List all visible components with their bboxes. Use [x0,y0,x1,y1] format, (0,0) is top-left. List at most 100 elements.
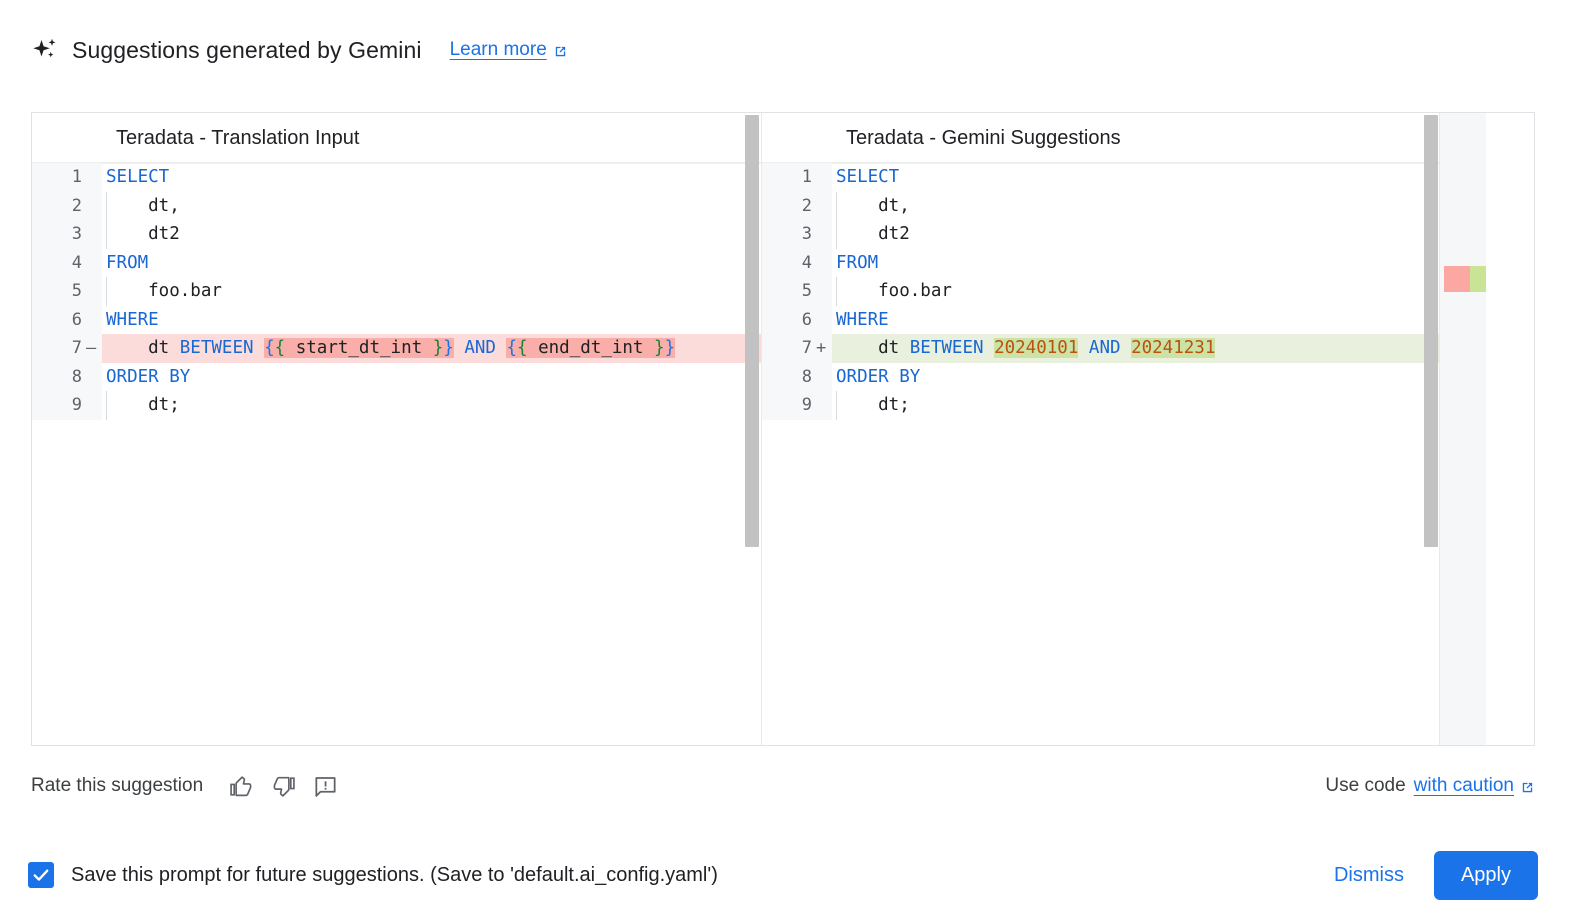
line-number: 2 [762,191,816,220]
code-line: 8 ORDER BY [32,362,761,391]
line-number: 8 [32,362,86,391]
code-token: } [443,338,454,358]
code-token: dt2 [836,224,910,244]
external-link-icon [553,43,568,58]
line-number: 6 [32,305,86,334]
code-token: BETWEEN [179,338,254,358]
code-token: { [506,338,518,358]
code-text: dt; [832,391,1486,420]
code-text: dt2 [832,220,1486,249]
code-token: WHERE [106,309,159,330]
code-text: FROM [102,249,761,278]
diff-sign [86,391,102,420]
thumb-down-icon[interactable] [267,770,299,802]
code-token: dt; [836,395,910,415]
code-token: foo.bar [106,281,222,301]
apply-button[interactable]: Apply [1433,850,1538,900]
code-token: FROM [106,252,149,273]
code-token [254,338,265,358]
code-line: 3 dt2 [32,220,761,249]
diff-sign [816,305,832,334]
diff-sign [86,248,102,277]
code-token [496,338,507,358]
code-line: 9 dt; [762,391,1486,420]
diff-sign [816,191,832,220]
diff-sign [816,362,832,391]
code-text: WHERE [832,306,1486,335]
diff-sign [816,248,832,277]
code-text: ORDER BY [832,363,1486,392]
code-text: dt; [102,391,761,420]
code-text: SELECT [102,163,761,192]
code-line: 1 SELECT [32,163,761,192]
code-line: 6 WHERE [32,305,761,335]
code-token: dt [106,338,180,358]
code-token: dt2 [106,224,180,244]
line-number: 3 [32,220,86,249]
external-link-icon [1520,779,1535,794]
pane-title-suggestion: Teradata - Gemini Suggestions [762,113,1486,163]
diff-sign: — [86,334,102,363]
vertical-scrollbar-suggestion[interactable] [1422,113,1440,745]
code-token: } [432,338,444,358]
code-line: 6 WHERE [762,305,1486,335]
diff-overview-ruler[interactable] [1439,113,1486,745]
code-text: dt, [102,191,761,221]
diff-sign [86,362,102,391]
code-token: dt; [106,395,180,415]
code-line: 2 dt, [762,191,1486,220]
code-token [454,338,465,358]
diff-sign [816,277,832,306]
overview-marker-addition[interactable] [1470,266,1486,292]
code-text: dt BETWEEN {{ start_dt_int }} AND {{ end… [102,334,761,363]
diff-sign [816,163,832,192]
code-token: 20240101 [994,338,1079,358]
sparkle-icon [30,35,60,65]
rating-row: Rate this suggestion Use code with cauti… [31,765,1535,807]
scrollbar-thumb[interactable] [745,115,759,547]
code-token: ORDER BY [106,366,191,387]
line-number: 8 [762,362,816,391]
code-line: 2 dt, [32,191,761,221]
save-prompt-checkbox[interactable] [28,862,54,888]
code-token: AND [464,338,496,358]
overview-marker-deletion[interactable] [1444,266,1470,292]
line-number: 5 [762,277,816,306]
with-caution-link[interactable]: with caution [1414,775,1535,797]
with-caution-label: with caution [1413,775,1514,796]
code-text: foo.bar [832,277,1486,306]
scrollbar-thumb[interactable] [1424,115,1438,547]
code-token: FROM [836,252,879,273]
code-token: } [664,338,676,358]
dismiss-button[interactable]: Dismiss [1318,852,1420,899]
report-feedback-icon[interactable] [309,770,341,802]
line-number: 4 [32,248,86,277]
page-title: Suggestions generated by Gemini [72,36,422,63]
code-token: foo.bar [836,281,952,301]
code-line: 7— dt BETWEEN {{ start_dt_int }} AND {{ … [32,334,761,363]
code-token [1078,338,1089,358]
line-number: 9 [32,391,86,420]
line-number: 1 [32,163,86,192]
line-number: 2 [32,191,86,220]
use-code-prefix: Use code [1325,775,1406,796]
code-token: end_dt_int [527,338,655,358]
line-number: 3 [762,220,816,249]
learn-more-link[interactable]: Learn more [450,39,568,61]
code-text: dt2 [102,220,761,249]
line-number: 7 [32,334,86,363]
code-token: AND [1088,338,1121,358]
code-text: WHERE [102,306,761,335]
thumb-up-icon[interactable] [225,770,257,802]
code-text: dt BETWEEN 20240101 AND 20241231 [832,334,1486,363]
line-number: 6 [762,305,816,334]
vertical-scrollbar-input[interactable] [743,113,761,745]
footer-bar: Save this prompt for future suggestions.… [28,845,1538,905]
code-line: 4 FROM [32,248,761,278]
